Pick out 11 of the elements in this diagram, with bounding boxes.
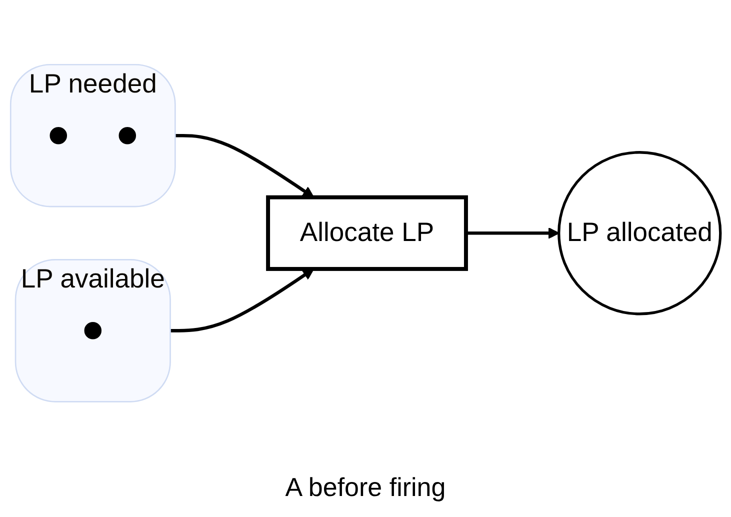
node-circle: LP allocated bbox=[558, 150, 722, 316]
cluster: LP available bbox=[14, 258, 171, 402]
caption: A before firing bbox=[285, 472, 446, 503]
node-circle bbox=[84, 322, 102, 340]
cluster: LP needed bbox=[10, 64, 176, 208]
arrow bbox=[170, 268, 314, 332]
arrow bbox=[466, 227, 560, 239]
node-circle bbox=[50, 126, 68, 144]
node-box: Allocate LP bbox=[266, 195, 468, 271]
arrow bbox=[175, 134, 314, 198]
node-circle bbox=[118, 126, 136, 144]
